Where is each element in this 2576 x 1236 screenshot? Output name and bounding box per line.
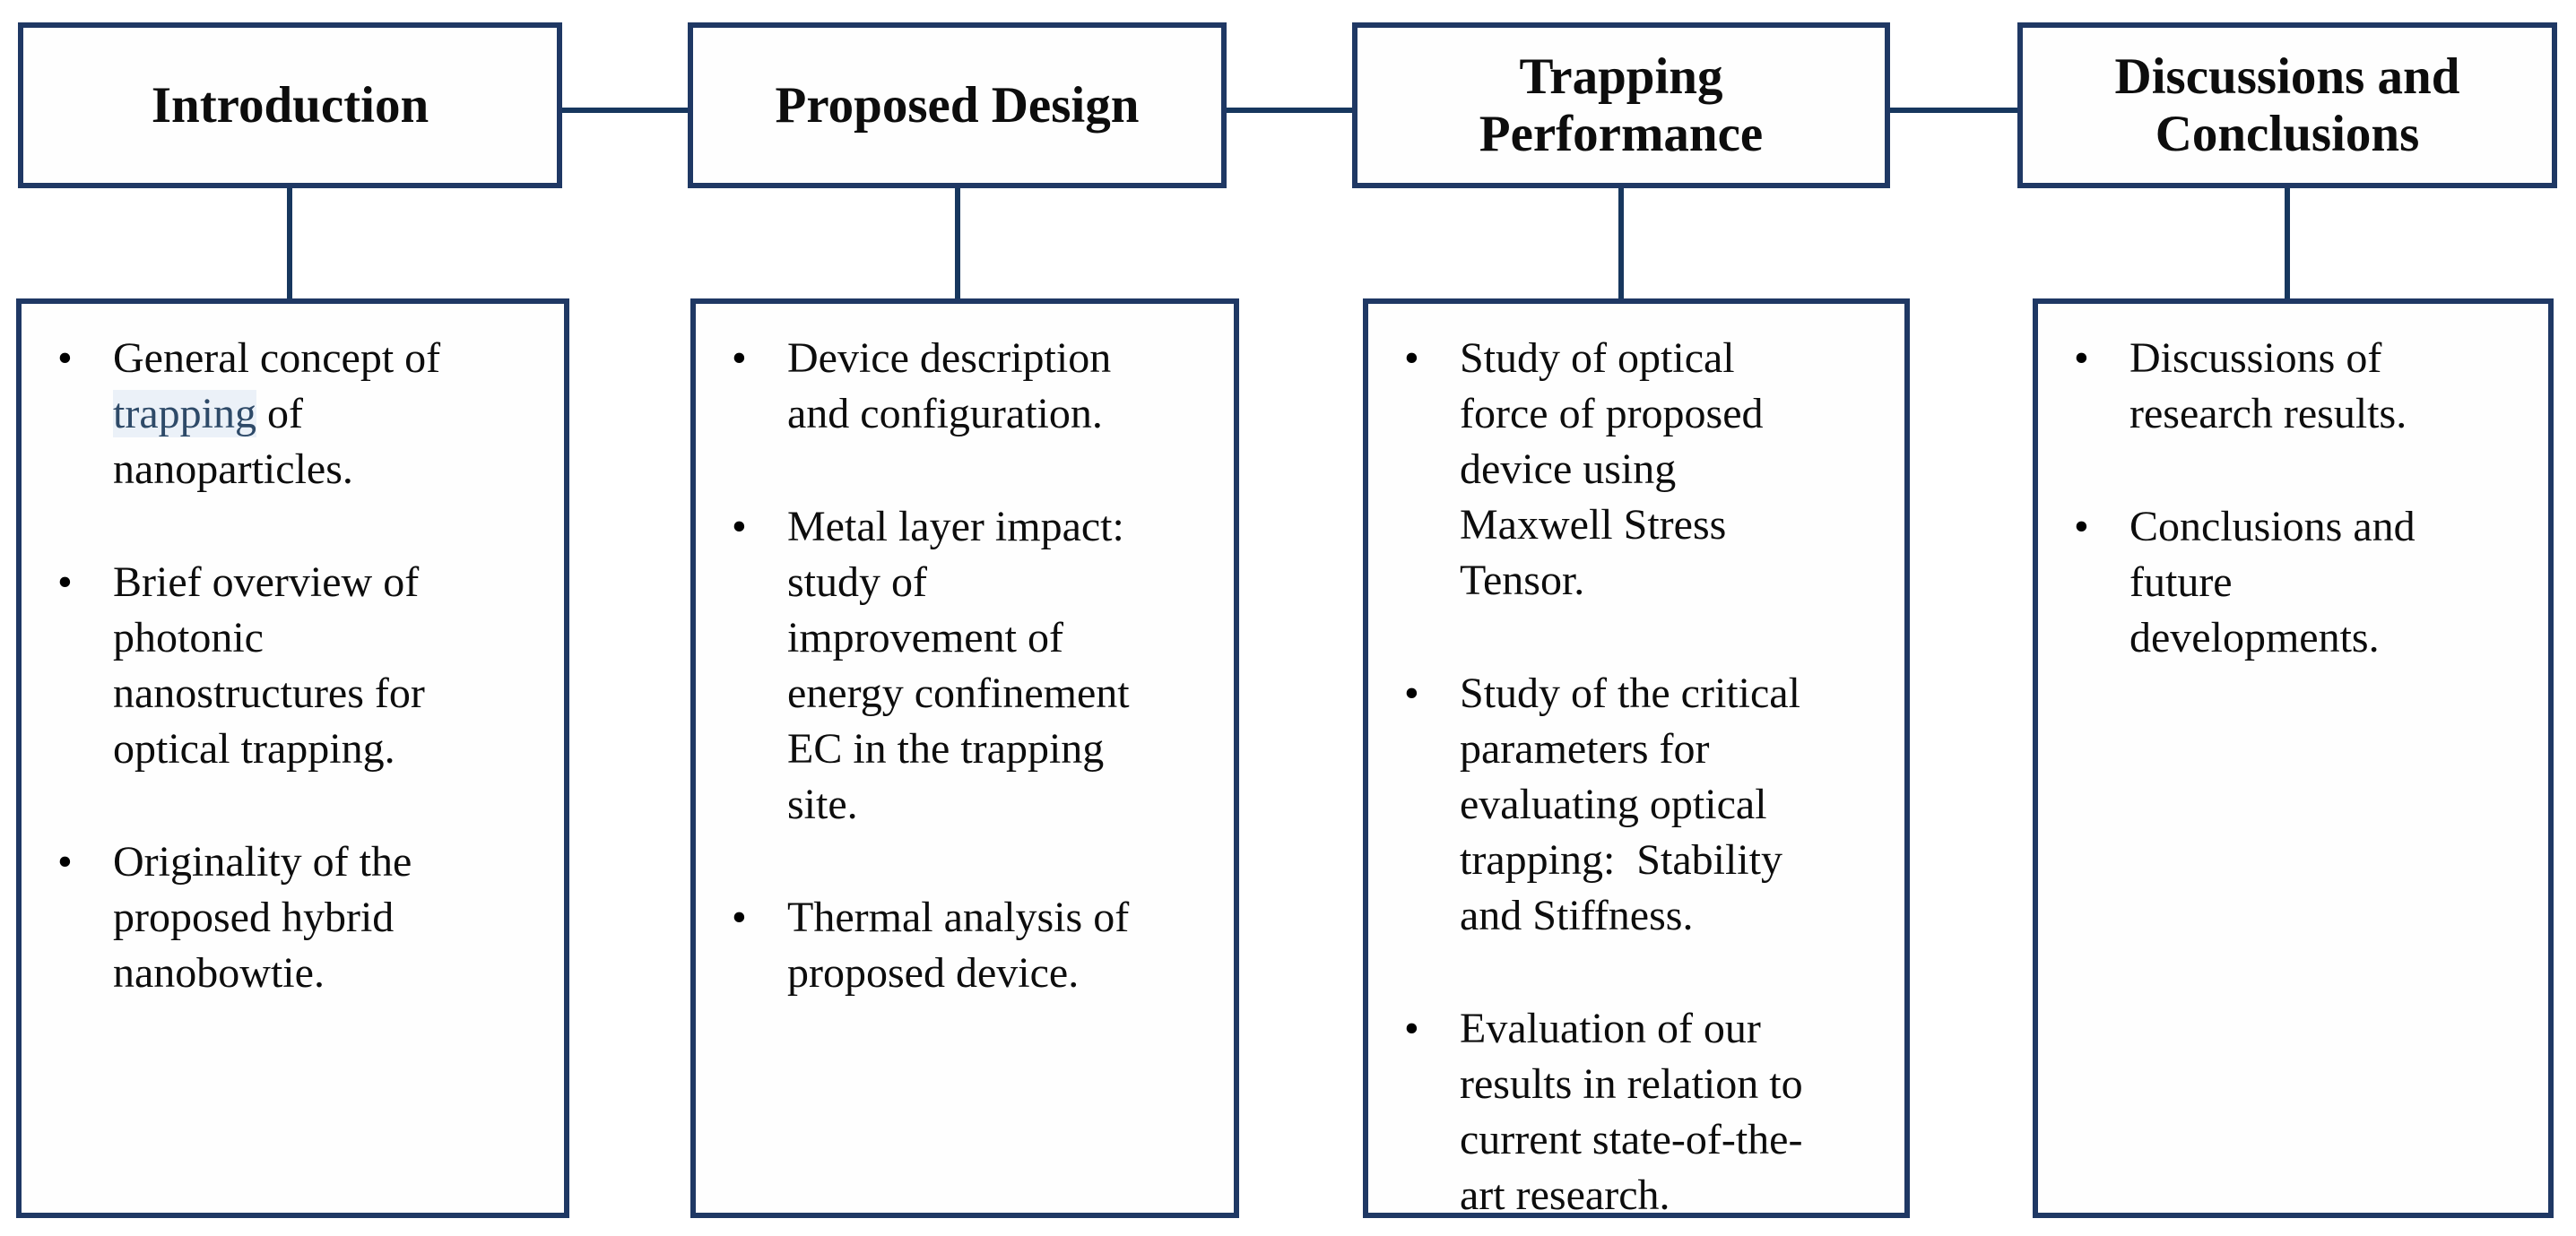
bullet-text: Brief overview of photonic nanostructure… [113, 558, 425, 773]
bullet-item: Discussions of research results. [2074, 331, 2523, 442]
bullet-list: Device description and configuration. Met… [696, 304, 1234, 1001]
bullet-item: General concept of trapping of nanoparti… [57, 331, 539, 497]
header-box-introduction: Introduction [18, 22, 562, 188]
bullet-item: Study of optical force of proposed devic… [1404, 331, 1879, 609]
content-box-introduction: General concept of trapping of nanoparti… [16, 298, 569, 1218]
bullet-text: of nanoparticles. [113, 390, 353, 493]
bullet-item: Thermal analysis of proposed device. [732, 890, 1209, 1001]
header-title: Introduction [151, 76, 429, 134]
header-box-proposed-design: Proposed Design [688, 22, 1227, 188]
bullet-text: Discussions of research results. [2129, 334, 2407, 437]
connector-trapping-performance-header-to-content [1618, 188, 1624, 298]
connector-proposed-design-header-to-content [955, 188, 960, 298]
header-box-trapping-performance: Trapping Performance [1352, 22, 1890, 188]
bullet-text: Conclusions and future developments. [2129, 503, 2416, 661]
content-box-proposed-design: Device description and configuration. Met… [690, 298, 1239, 1218]
bullet-item: Metal layer impact: study of improvement… [732, 499, 1209, 833]
bullet-item: Conclusions and future developments. [2074, 499, 2523, 666]
header-box-discussions-conclusions: Discussions and Conclusions [2017, 22, 2557, 188]
bullet-item: Study of the critical parameters for eva… [1404, 666, 1879, 944]
header-title: Trapping Performance [1479, 48, 1764, 162]
bullet-text: Thermal analysis of proposed device. [787, 894, 1130, 997]
connector-introduction-to-proposed-design [562, 108, 688, 113]
connector-proposed-design-to-trapping-performance [1227, 108, 1352, 113]
bullet-text: Study of optical force of proposed devic… [1460, 334, 1764, 604]
bullet-list: General concept of trapping of nanoparti… [22, 304, 564, 1001]
bullet-item: Brief overview of photonic nanostructure… [57, 555, 539, 777]
content-box-discussions-conclusions: Discussions of research results. Conclusi… [2033, 298, 2554, 1218]
connector-trapping-performance-to-discussions [1890, 108, 2017, 113]
accent-text: trapping [113, 390, 256, 437]
bullet-text: General concept of [113, 334, 441, 382]
bullet-text: Device description and configuration. [787, 334, 1112, 437]
bullet-text: Originality of the proposed hybrid nanob… [113, 838, 412, 997]
bullet-text: Study of the critical parameters for eva… [1460, 670, 1800, 939]
bullet-item: Originality of the proposed hybrid nanob… [57, 834, 539, 1001]
bullet-text: Evaluation of our results in relation to… [1460, 1005, 1803, 1219]
bullet-item: Device description and configuration. [732, 331, 1209, 442]
content-box-trapping-performance: Study of optical force of proposed devic… [1363, 298, 1910, 1219]
header-title: Discussions and Conclusions [2114, 48, 2460, 162]
connector-introduction-header-to-content [287, 188, 292, 298]
connector-discussions-header-to-content [2285, 188, 2290, 298]
bullet-list: Discussions of research results. Conclusi… [2038, 304, 2548, 666]
bullet-text: Metal layer impact: study of improvement… [787, 503, 1130, 828]
header-title: Proposed Design [775, 76, 1140, 134]
bullet-list: Study of optical force of proposed devic… [1368, 304, 1904, 1223]
bullet-item: Evaluation of our results in relation to… [1404, 1001, 1879, 1223]
